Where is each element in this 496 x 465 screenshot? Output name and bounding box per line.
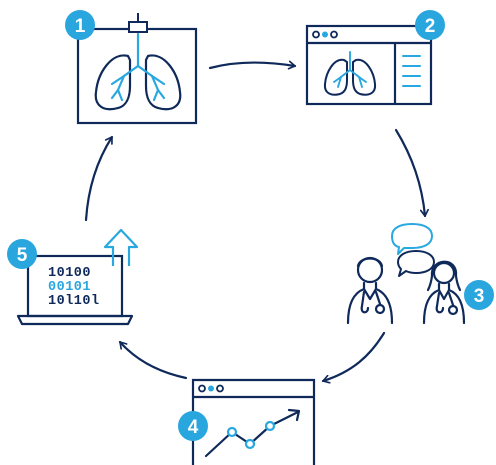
- step-5-number: 5: [17, 245, 28, 266]
- laptop-binary-upload-icon: 10100 00101 10l10l: [16, 228, 139, 326]
- lung-xray-scan-icon: [76, 13, 198, 125]
- step-4-analytics: 4: [178, 378, 316, 465]
- step-3-badge: 3: [464, 280, 494, 310]
- step-2-number: 2: [425, 16, 436, 37]
- cycle-arrows: [84, 63, 425, 382]
- lung-image-on-screen-icon: [305, 24, 433, 106]
- arrow-5-to-1: [84, 135, 114, 222]
- step-2-badge: 2: [415, 10, 445, 40]
- binary-line-2: 00101: [48, 280, 91, 295]
- binary-line-1: 10100: [48, 266, 91, 281]
- analytics-chart-window-icon: [191, 378, 316, 465]
- step-5-data-upload: 10100 00101 10l10l 5: [7, 228, 139, 326]
- step-1-badge: 1: [65, 10, 95, 40]
- step-1-lung-scan: 1: [65, 10, 198, 125]
- binary-line-3: 10l10l: [48, 294, 100, 309]
- step-3-doctors-discussion: 3: [346, 223, 494, 325]
- arrow-2-to-3: [394, 128, 425, 218]
- step-4-number: 4: [188, 417, 199, 438]
- step-3-number: 3: [474, 286, 485, 307]
- step-4-badge: 4: [178, 411, 208, 441]
- arrow-3-to-4: [321, 331, 386, 381]
- arrow-1-to-2: [208, 63, 297, 69]
- step-1-number: 1: [75, 16, 86, 37]
- doctors-discussing-icon: [346, 223, 466, 325]
- step-5-badge: 5: [7, 239, 37, 269]
- step-2-image-viewer: 2: [305, 10, 445, 106]
- arrow-4-to-5: [118, 340, 188, 380]
